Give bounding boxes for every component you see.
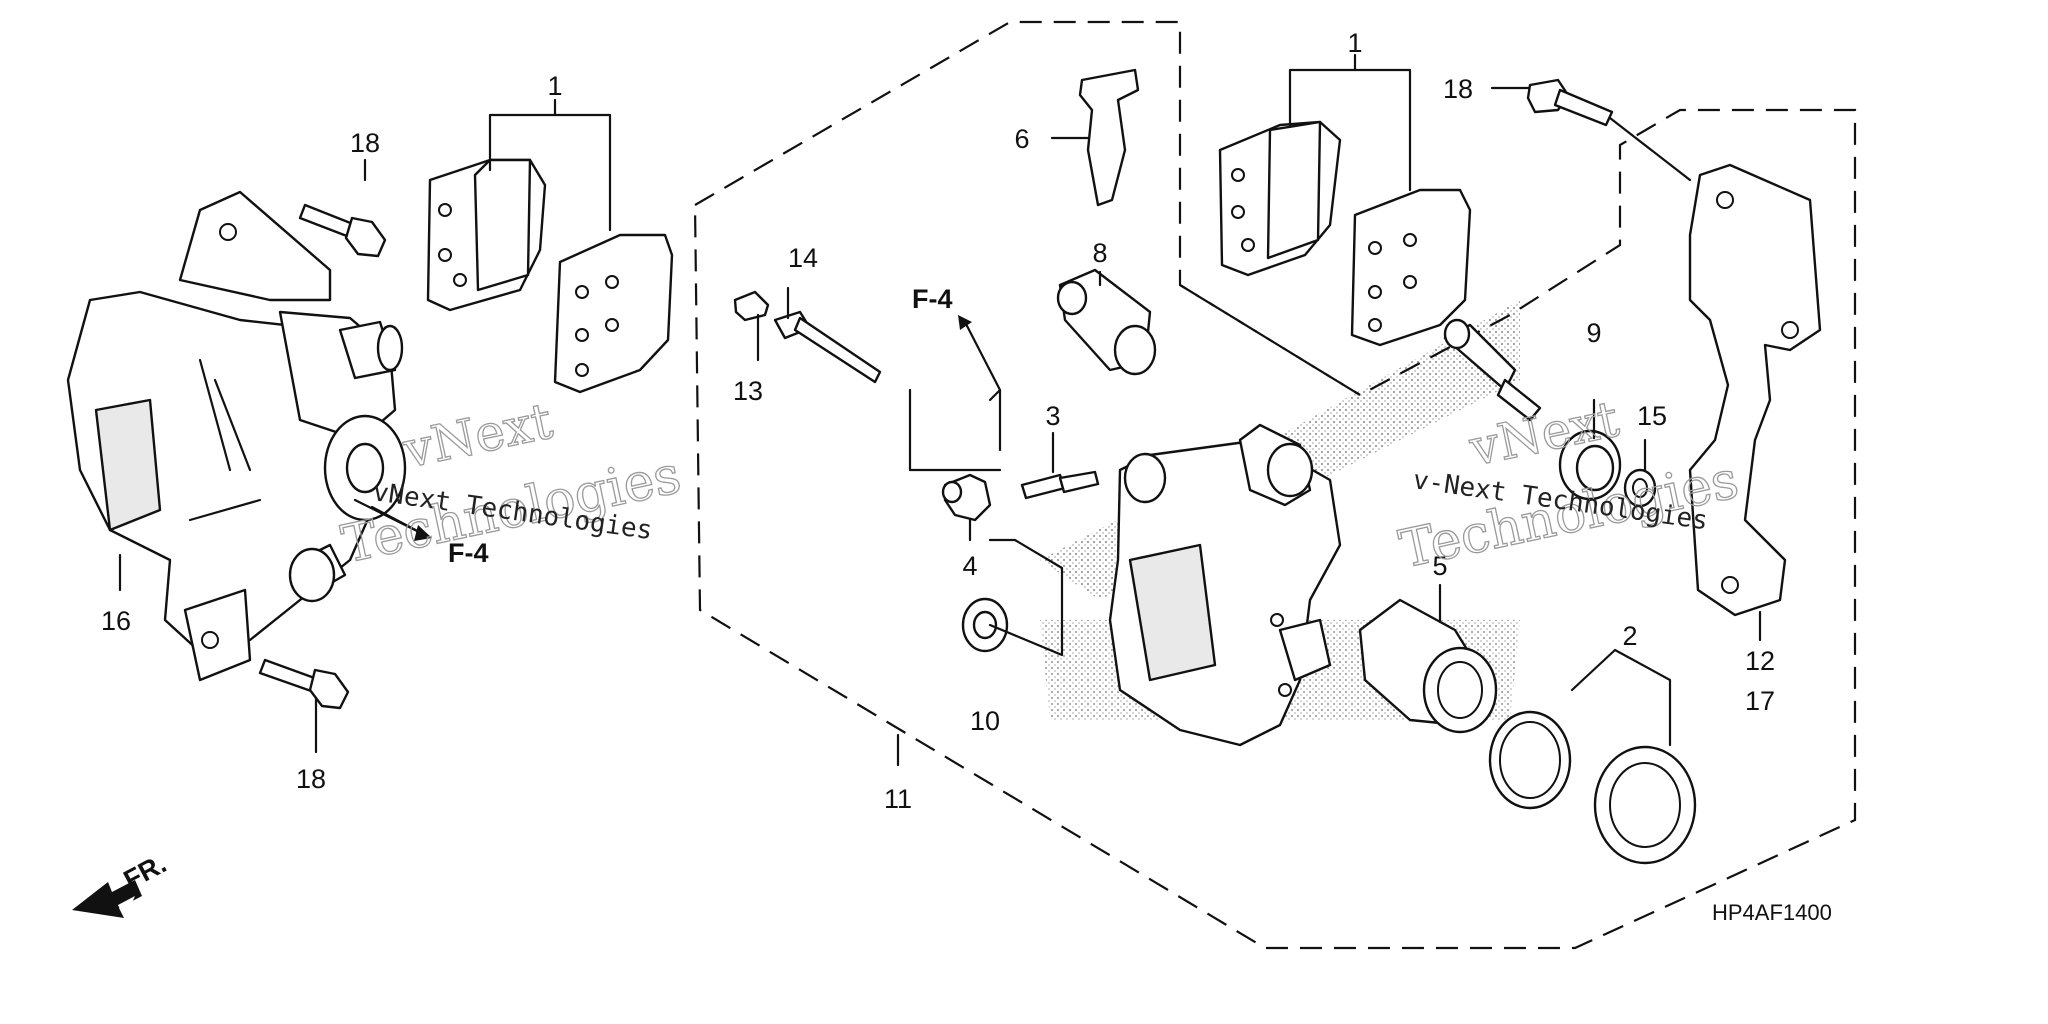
brake-pad-right-outer <box>1350 188 1472 347</box>
dust-seal <box>1593 745 1697 865</box>
callout-seal-ring: 15 <box>1637 401 1667 431</box>
leader-lines <box>118 53 1762 767</box>
pad-spring <box>1078 68 1140 207</box>
section-ref-left: F-4 <box>370 505 489 568</box>
small-boot <box>961 597 1009 653</box>
callout-caliper-complete: 16 <box>101 606 131 636</box>
callout-bolt-bottom-left: 18 <box>296 764 326 794</box>
pin-boot <box>1056 268 1157 376</box>
ref-label-left: F-4 <box>448 538 489 568</box>
piston <box>1358 598 1498 734</box>
flange-bolt-left-top <box>298 203 387 258</box>
watermark-left-brand: vNext <box>398 392 558 480</box>
callout-piston-seals: 2 <box>1622 621 1637 651</box>
slide-pin-boot <box>1558 429 1622 501</box>
caliper-complete-assembly <box>66 190 407 682</box>
callout-pin-boot: 8 <box>1092 238 1107 268</box>
bleeder-cap <box>941 473 992 522</box>
pad-pin <box>773 310 882 384</box>
callout-caliper-assy: 11 <box>884 784 912 814</box>
seal-ring <box>1623 468 1657 508</box>
caliper-assy-boundary <box>693 20 1857 950</box>
brake-pad-right-inner <box>1218 120 1342 277</box>
callout-bolt-top-left: 18 <box>350 128 380 158</box>
diagram-code: HP4AF1400 <box>1712 900 1832 925</box>
callout-bleeder-cap: 4 <box>962 551 977 581</box>
callout-bracket-sub: 17 <box>1745 686 1775 716</box>
pad-group-boundary <box>1179 284 1361 396</box>
flange-bolt-left-bottom <box>258 658 350 710</box>
caliper-bracket <box>1688 163 1822 617</box>
front-direction-arrow: FR. <box>72 848 171 919</box>
bleeder-screw <box>1020 470 1100 500</box>
section-ref-center: F-4 <box>912 284 1002 392</box>
callout-bleeder-screw: 3 <box>1045 401 1060 431</box>
callout-bracket: 12 <box>1745 646 1775 676</box>
callout-slide-pin: 9 <box>1586 318 1601 348</box>
callout-left-pads: 1 <box>547 71 562 101</box>
pin-bolt-cap <box>733 290 770 322</box>
brake-pad-left-inner <box>426 158 547 312</box>
callout-pad-pin: 14 <box>788 243 818 273</box>
caliper-body <box>1108 423 1342 747</box>
callout-numbers: 1 1 18 18 18 3 4 5 6 8 9 10 11 12 17 13 … <box>101 28 1775 814</box>
ref-label-center: F-4 <box>912 284 953 314</box>
flange-bolt-right-top <box>1526 78 1614 127</box>
slide-pin <box>1443 318 1542 422</box>
callout-piston: 5 <box>1432 551 1447 581</box>
callout-bolt-top-right: 18 <box>1443 74 1473 104</box>
callout-pad-spring: 6 <box>1014 124 1029 154</box>
brake-pad-left-outer <box>553 233 674 394</box>
callout-right-pads: 1 <box>1347 28 1362 58</box>
piston-seal <box>1488 710 1572 810</box>
callout-boot-small: 10 <box>970 706 1000 736</box>
callout-pin-bolt-cap: 13 <box>733 376 763 406</box>
